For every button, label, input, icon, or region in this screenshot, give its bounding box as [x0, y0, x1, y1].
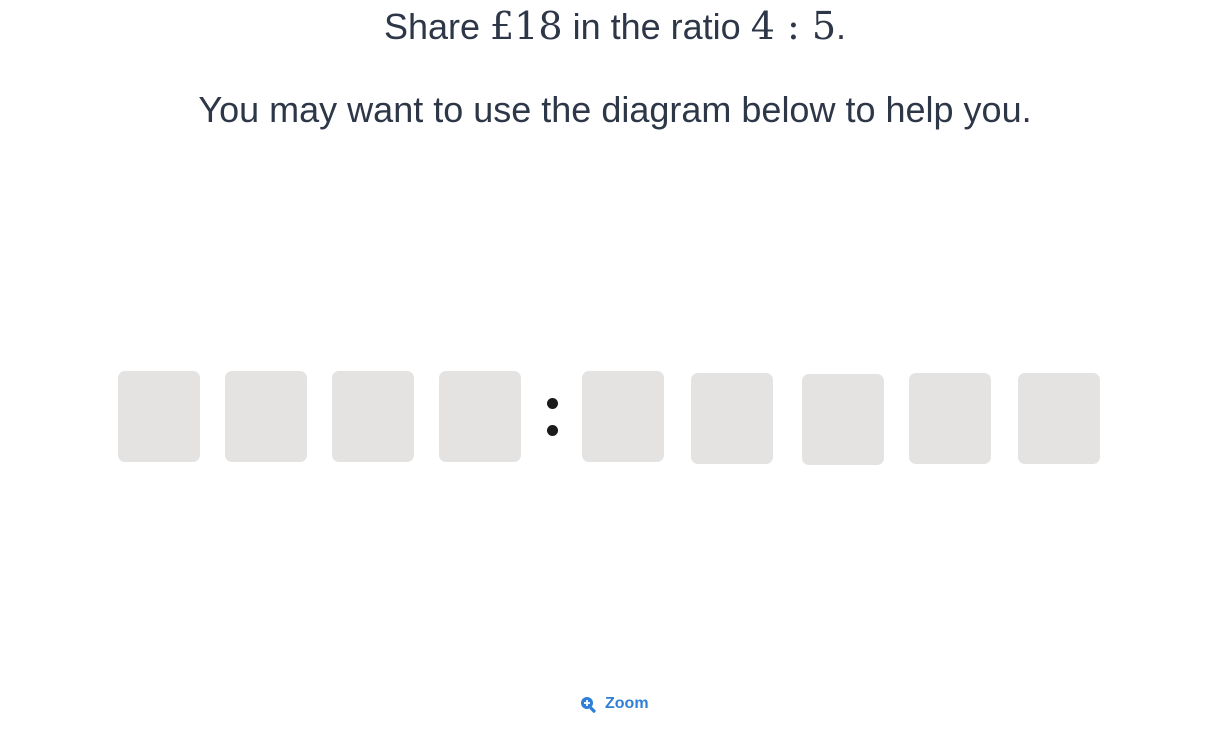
question-text: Share £18 in the ratio 4 : 5. [0, 4, 1230, 49]
left-part-block [118, 371, 200, 462]
right-part-block [909, 373, 991, 464]
question-middle: in the ratio [562, 6, 751, 47]
question-ratio: 4 : 5 [750, 4, 837, 48]
left-part-block [332, 371, 414, 462]
right-part-block [802, 374, 884, 465]
question-amount: £18 [490, 4, 563, 48]
left-part-block [225, 371, 307, 462]
colon-dot-bottom [547, 425, 558, 436]
zoom-label: Zoom [605, 695, 649, 712]
hint-text: You may want to use the diagram below to… [198, 89, 1032, 130]
right-part-block [582, 371, 664, 462]
right-part-block [1018, 373, 1100, 464]
question-suffix: . [836, 6, 847, 47]
left-part-block [439, 371, 521, 462]
zoom-in-icon [580, 696, 597, 713]
right-part-block [691, 373, 773, 464]
question-prefix: Share [383, 6, 491, 47]
colon-dot-top [547, 398, 558, 409]
zoom-button[interactable]: Zoom [580, 693, 649, 715]
